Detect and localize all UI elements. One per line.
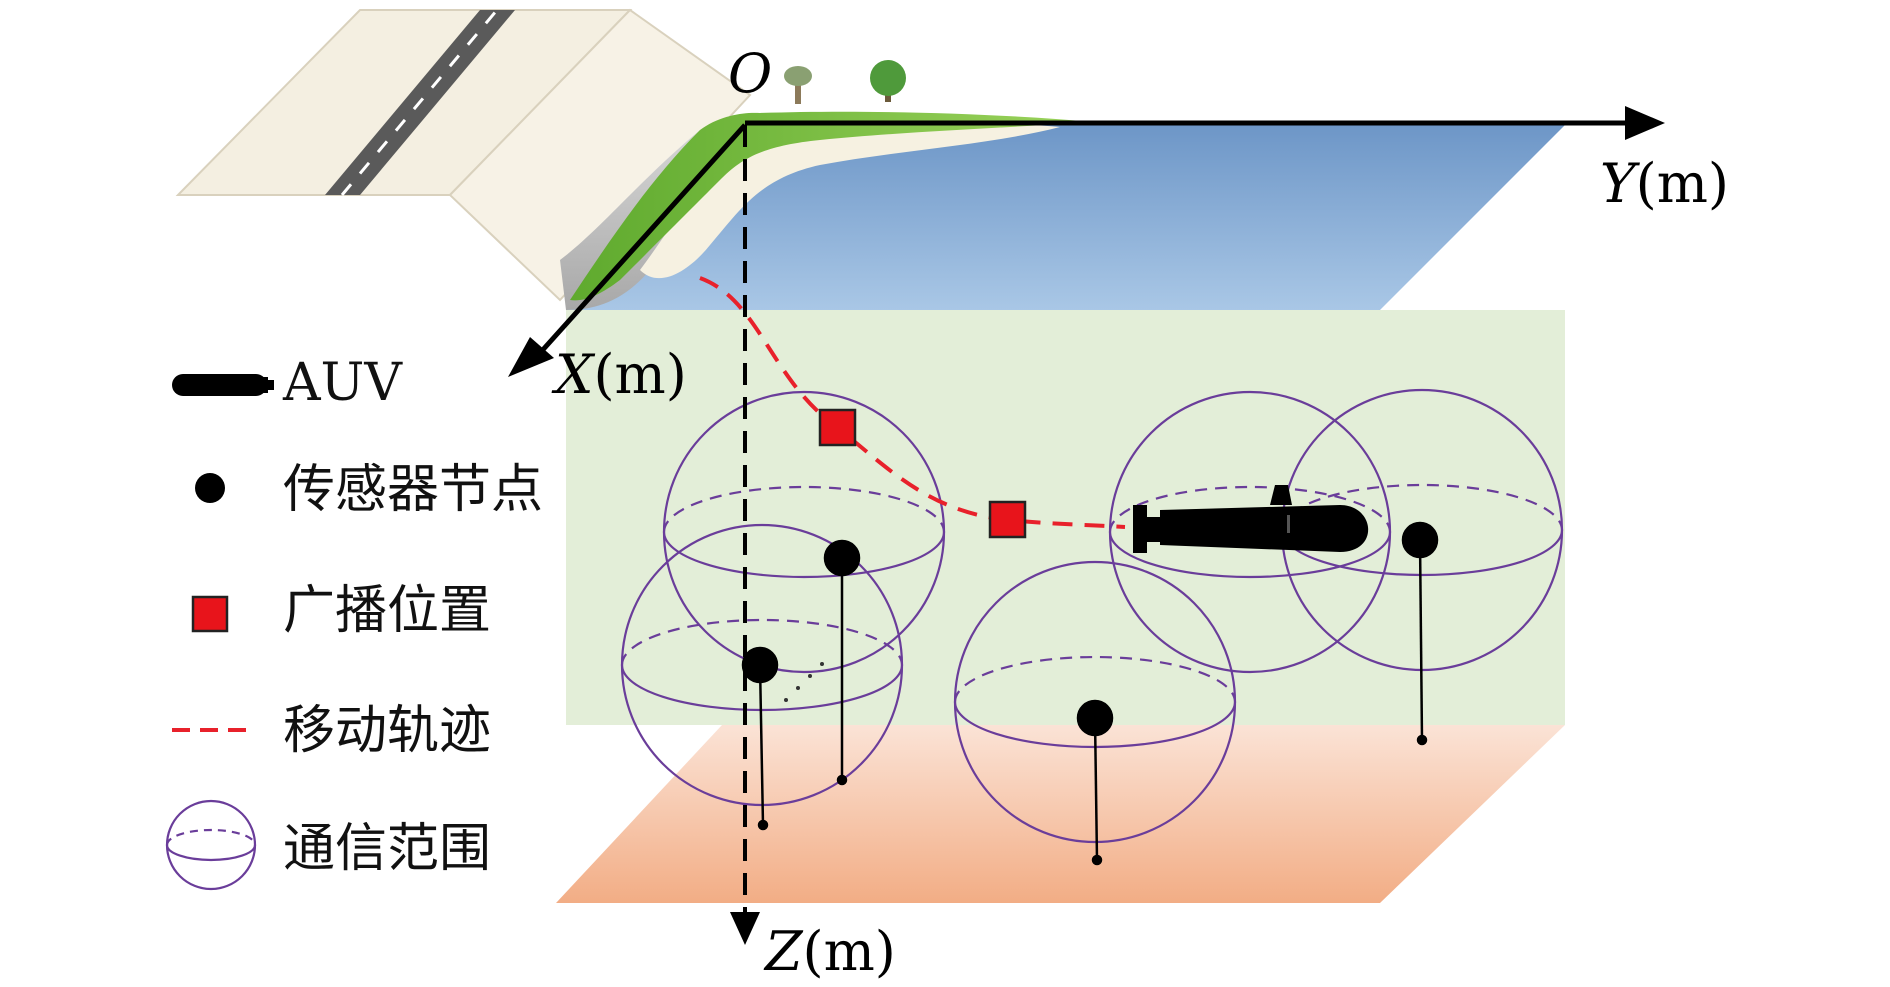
tree-icon — [870, 60, 906, 102]
legend-label-trajectory: 移动轨迹 — [283, 701, 491, 761]
filled-circle-icon — [195, 473, 225, 503]
y-axis-arrowhead — [1625, 106, 1665, 140]
x-axis — [538, 123, 747, 355]
z-axis-arrowhead — [730, 912, 760, 945]
land — [175, 8, 752, 302]
auv-submarine-icon — [1133, 485, 1369, 553]
ellipsis-dots — [784, 662, 824, 702]
wireframe-sphere-icon — [165, 799, 257, 891]
tree-icon — [784, 66, 812, 104]
legend: AUV 传感器节点 广播位置 移动轨迹 通信范围 — [165, 353, 543, 891]
legend-item-broadcast-position: 广播位置 — [191, 581, 491, 641]
x-axis-label: X(m) — [551, 343, 687, 406]
y-axis-label: Y(m) — [1600, 152, 1729, 215]
legend-label-auv: AUV — [282, 353, 403, 413]
red-square-icon — [191, 595, 229, 633]
road-center-line — [340, 9, 499, 196]
broadcast-position-marker — [988, 500, 1027, 539]
sensor-node — [823, 539, 861, 786]
z-axis-label: Z(m) — [763, 920, 896, 983]
water-surface — [566, 125, 1565, 310]
legend-item-auv: AUV — [172, 353, 403, 413]
legend-label-sensor-node: 传感器节点 — [283, 460, 543, 520]
sensor-node — [1076, 699, 1114, 866]
sensor-node — [1401, 521, 1439, 746]
origin-label: O — [728, 42, 772, 105]
sensor-node — [741, 646, 779, 831]
legend-item-sensor-node: 传感器节点 — [195, 460, 543, 520]
grass-slope — [570, 111, 1095, 301]
communication-range-sphere — [1108, 390, 1392, 674]
seabed — [556, 725, 1565, 903]
x-axis-arrowhead — [508, 337, 554, 377]
legend-item-communication-range: 通信范围 — [165, 799, 491, 891]
auv-trajectory — [699, 276, 1126, 529]
legend-label-communication-range: 通信范围 — [283, 819, 491, 879]
legend-label-broadcast-position: 广播位置 — [283, 581, 491, 641]
water-volume — [566, 310, 1565, 725]
submarine-icon — [172, 374, 274, 396]
legend-item-trajectory: 移动轨迹 — [172, 701, 491, 761]
broadcast-position-marker — [818, 408, 857, 447]
